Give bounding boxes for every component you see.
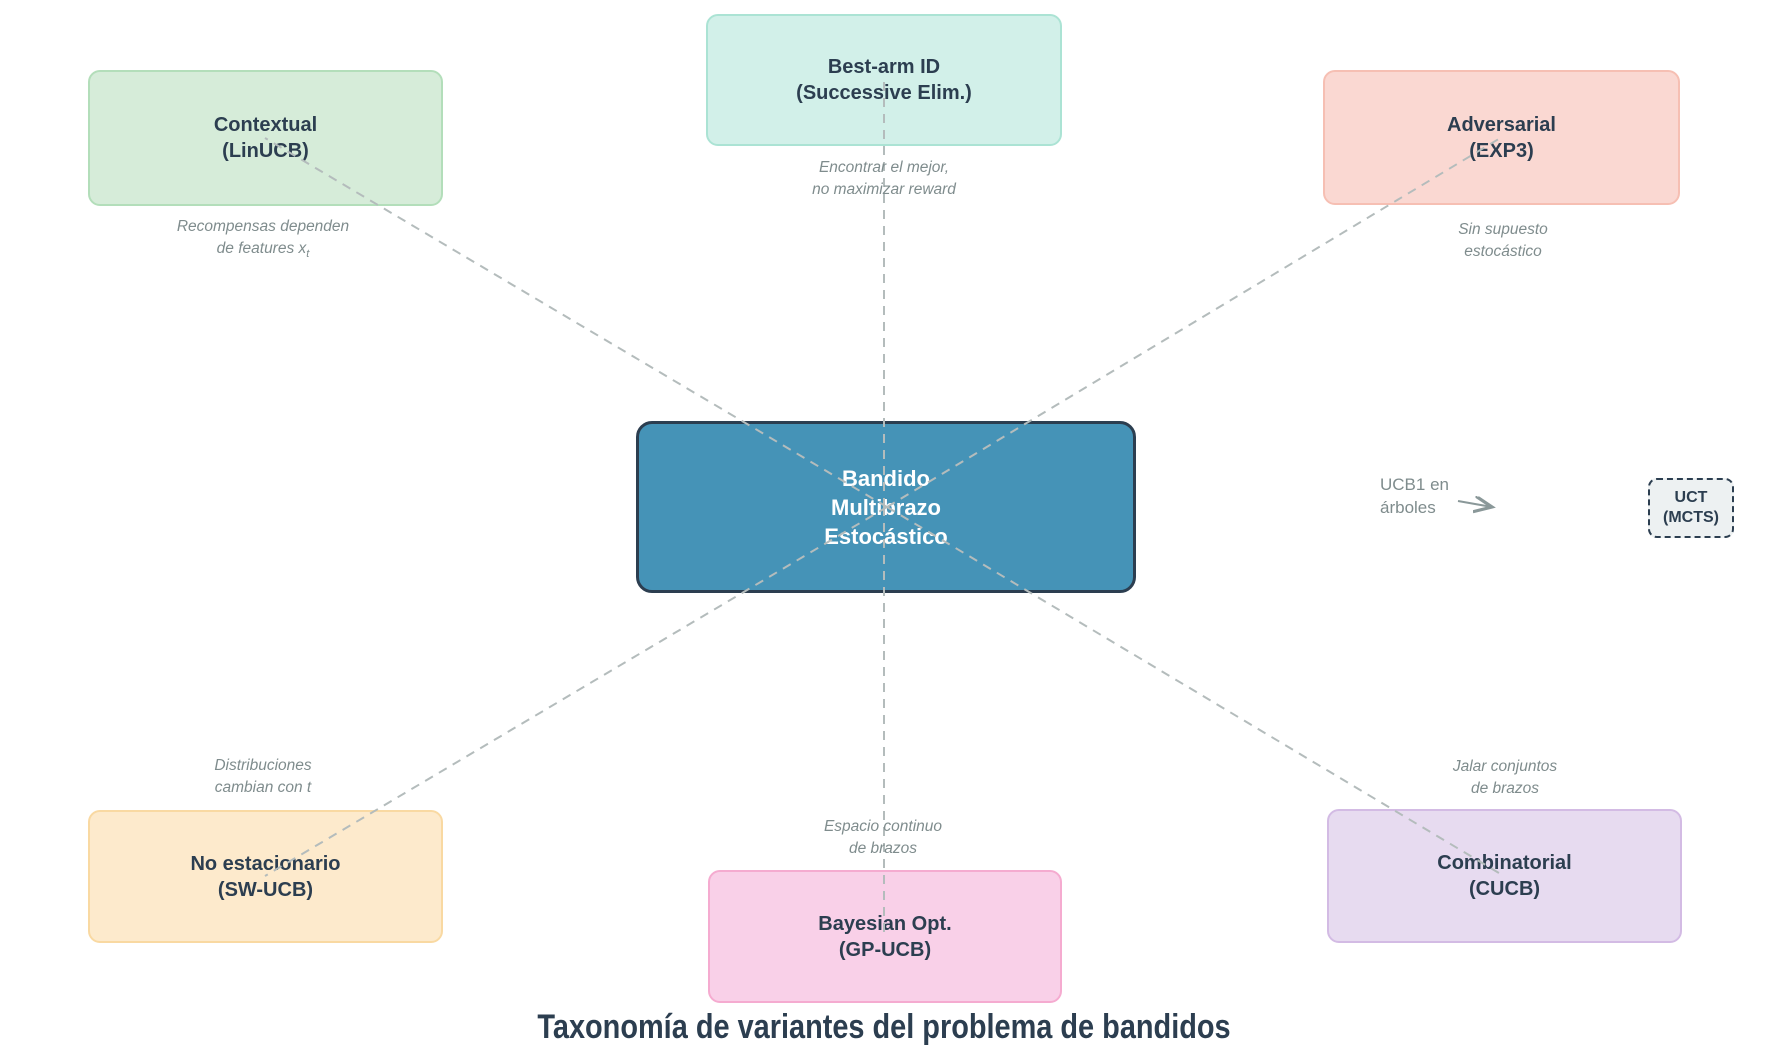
- node-label-line: Adversarial: [1447, 113, 1556, 136]
- node-label-line: (SW-UCB): [217, 878, 314, 901]
- node-central-bandido: Bandido Multibrazo Estocástico: [636, 421, 1136, 593]
- node-label-line: (LinUCB): [222, 140, 309, 162]
- node-label-line: UCT: [1674, 489, 1708, 506]
- note-contextual: Recompensas dependen de features xt: [176, 218, 350, 261]
- node-best-arm-id: Best-arm ID (Successive Elim.): [706, 14, 1062, 146]
- node-label-line: Estocástico: [824, 523, 948, 549]
- node-label-line: Contextual: [213, 114, 318, 136]
- node-label-line: Bandido: [842, 465, 930, 491]
- ucb1-trees-label: UCB1 en árboles: [1380, 475, 1449, 517]
- note-best-arm-id: Encontrar el mejor, no maximizar reward: [812, 159, 956, 198]
- node-combinatorial: Combinatorial (CUCB): [1327, 809, 1682, 943]
- subscript-t: t: [306, 248, 310, 261]
- node-label-line: Best-arm ID: [827, 56, 941, 78]
- node-label-line: Combinatorial: [1437, 852, 1572, 874]
- node-adversarial: Adversarial (EXP3): [1323, 70, 1680, 205]
- node-label-line: (EXP3): [1469, 139, 1534, 162]
- node-uct-mcts: UCT (MCTS): [1648, 478, 1734, 538]
- note-combinatorial: Jalar conjuntos de brazos: [1452, 758, 1558, 797]
- note-bayesian-opt: Espacio continuo de brazos: [823, 818, 943, 857]
- node-label-line: (GP-UCB): [838, 938, 932, 961]
- note-no-estacionario: Distribuciones cambian con t: [214, 757, 312, 796]
- node-label-line: Bayesian Opt.: [818, 912, 952, 935]
- node-no-estacionario: No estacionario (SW-UCB): [88, 810, 443, 943]
- node-label-line: (MCTS): [1663, 509, 1719, 526]
- note-adversarial: Sin supuesto estocástico: [1458, 221, 1548, 260]
- node-label-line: (Successive Elim.): [796, 82, 972, 104]
- node-bayesian-opt: Bayesian Opt. (GP-UCB): [708, 870, 1062, 1003]
- node-contextual: Contextual (LinUCB): [88, 70, 443, 206]
- node-label-line: Multibrazo: [831, 494, 941, 520]
- diagram-title: Taxonomía de variantes del problema de b…: [537, 1008, 1231, 1046]
- node-label-line: (CUCB): [1468, 878, 1541, 900]
- uct-arrow-icon: [1457, 501, 1492, 507]
- node-label-line: No estacionario: [190, 852, 341, 875]
